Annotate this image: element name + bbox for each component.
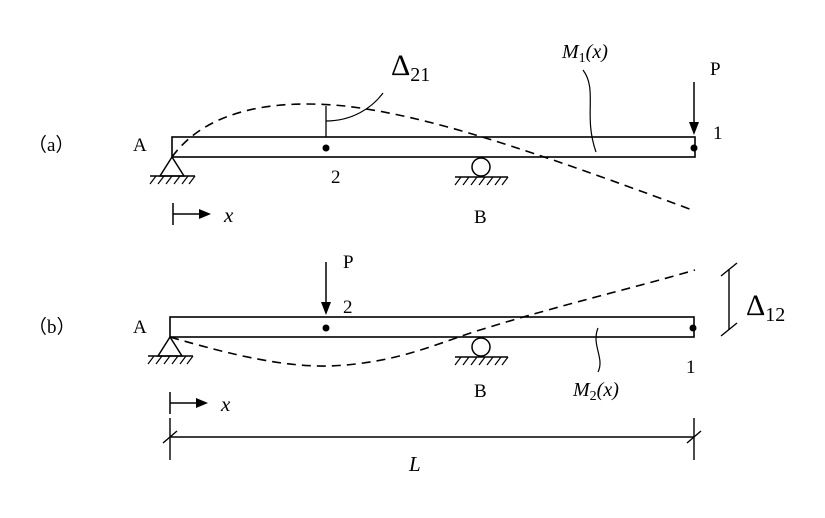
panel-b-pin-support-a [147,335,194,365]
panel-b-point-1-label: 1 [686,357,696,378]
panel-a-roller-support-b [454,157,509,186]
panel-a-point-1-label: 1 [713,123,723,144]
panel-a-beam [171,136,696,158]
panel-b: （b） A B 2 [28,252,785,476]
panel-a-moment-label: M1(x) [561,41,608,66]
panel-b-load-label: P [343,252,354,273]
panel-b-support-b-label: B [474,381,487,402]
panel-b-point-1-dot [689,324,697,332]
panel-b-label: （b） [28,316,76,338]
panel-a-delta21-leader [325,92,384,122]
panel-b-span-dimension [162,418,702,460]
panel-b-deflection-curve [169,269,696,367]
panel-a-point-1-dot [690,144,698,152]
panel-b-point-2-label: 2 [343,297,353,318]
panel-a-point-2-label: 2 [331,167,341,188]
panel-b-load-arrow-head [321,302,331,315]
panel-a-point-2-dot [322,144,330,152]
panel-a: （a） A B 2 [28,41,723,228]
panel-a-delta21-label: Δ21 [391,49,430,86]
panel-a-support-b-label: B [474,207,487,228]
panel-b-x-axis-arrow [169,392,208,414]
panel-b-beam [169,316,695,338]
panel-b-support-a-label: A [133,317,147,338]
panel-a-x-label: x [223,203,234,227]
panel-a-moment-leader [582,69,597,153]
panel-a-load-arrow-head [689,122,699,135]
panel-a-deflection-curve [171,103,696,212]
panel-a-x-axis-arrow [172,203,211,225]
panel-b-span-label: L [408,452,421,476]
panel-a-pin-support-a [149,155,196,185]
panel-b-delta12-dimension [720,262,738,337]
panel-b-roller-support-b [454,337,509,366]
panel-b-x-label: x [220,392,231,416]
panel-a-label: （a） [28,134,74,156]
panel-b-point-2-dot [322,324,330,332]
panel-b-moment-leader [595,327,601,373]
panel-b-delta12-label: Δ12 [746,289,785,326]
panel-a-support-a-label: A [133,135,147,156]
panel-a-load-label: P [710,59,721,80]
panel-b-moment-label: M2(x) [572,379,619,404]
